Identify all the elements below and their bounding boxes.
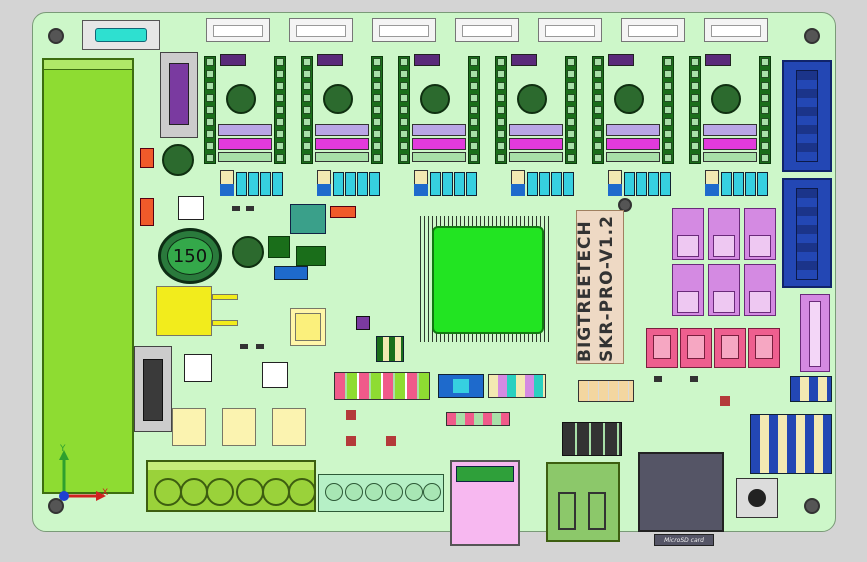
mounting-hole (618, 198, 632, 212)
reset-button[interactable] (736, 478, 778, 518)
motor-connector (455, 18, 519, 42)
heater-mosfet (172, 408, 206, 446)
mounting-hole (804, 498, 820, 514)
sd-card-label: MicroSD card (654, 534, 714, 546)
motor-connector (372, 18, 436, 42)
power-inductor: 150 (158, 228, 222, 284)
label-background (576, 210, 624, 364)
jumper (274, 266, 308, 280)
stepper-driver-socket (398, 52, 482, 198)
fuse-holder (82, 20, 160, 50)
thermistor-connector (714, 328, 746, 368)
mounting-hole (48, 28, 64, 44)
endstop-connector (744, 264, 776, 316)
pin-header-cluster (750, 414, 832, 474)
led (356, 316, 370, 330)
heater-mosfet (222, 408, 256, 446)
mosfet (156, 286, 212, 336)
pin-header-cluster (562, 422, 622, 456)
heater-mosfet (272, 408, 306, 446)
exp1-header (782, 60, 832, 172)
power-terminal (146, 460, 316, 512)
motor-connector (704, 18, 768, 42)
exp2-header (782, 178, 832, 288)
usb-b-port (450, 460, 520, 546)
axis-triad (59, 450, 106, 501)
diode (268, 236, 290, 258)
endstop-connector (708, 208, 740, 260)
pin-header-cluster (578, 380, 634, 402)
motor-connector (289, 18, 353, 42)
model-text: SKR-PRO-V1.2 (597, 215, 617, 362)
crystal (290, 308, 326, 346)
pin-header-cluster (446, 412, 510, 426)
motor-connector (206, 18, 270, 42)
thermistor-connector (646, 328, 678, 368)
thermistor-connector (748, 328, 780, 368)
blue-jumper-block (438, 374, 484, 398)
endstop-connector (744, 208, 776, 260)
x-axis-label: X (102, 488, 109, 498)
stepper-driver-socket (301, 52, 385, 198)
voltage-regulator (290, 204, 326, 234)
fuse (330, 206, 356, 218)
stepper-driver-socket (592, 52, 676, 198)
motor-connector (538, 18, 602, 42)
mcu-chip (432, 226, 544, 334)
stepper-driver-socket (204, 52, 288, 198)
inductor-value: 150 (167, 237, 213, 275)
endstop-connector (672, 264, 704, 316)
fuse (140, 148, 154, 168)
thermistor-connector (680, 328, 712, 368)
fan-terminal (318, 474, 444, 512)
capacitor (162, 144, 194, 176)
capacitor (232, 236, 264, 268)
sd-card-slot: MicroSD card (638, 452, 724, 546)
fuse (140, 198, 154, 226)
pin-header-cluster (488, 374, 546, 398)
large-component-block (42, 58, 134, 494)
ic-chip (184, 354, 212, 382)
motor-connector (621, 18, 685, 42)
power-switch (160, 52, 198, 138)
ic-chip (178, 196, 204, 220)
endstop-connector (672, 208, 704, 260)
ic-chip (262, 362, 288, 388)
y-axis-label: Y (60, 444, 66, 454)
pin-header-cluster (376, 336, 404, 362)
stepper-driver-socket (495, 52, 579, 198)
pin-header-cluster (790, 376, 832, 402)
mounting-hole (804, 28, 820, 44)
usb-a-port (546, 462, 620, 542)
diode (296, 246, 326, 266)
endstop-connector (708, 264, 740, 316)
violet-connector (800, 294, 830, 372)
mounting-hole (48, 498, 64, 514)
stepper-driver-socket (689, 52, 773, 198)
pin-header-cluster (334, 372, 430, 400)
power-switch (134, 346, 172, 432)
